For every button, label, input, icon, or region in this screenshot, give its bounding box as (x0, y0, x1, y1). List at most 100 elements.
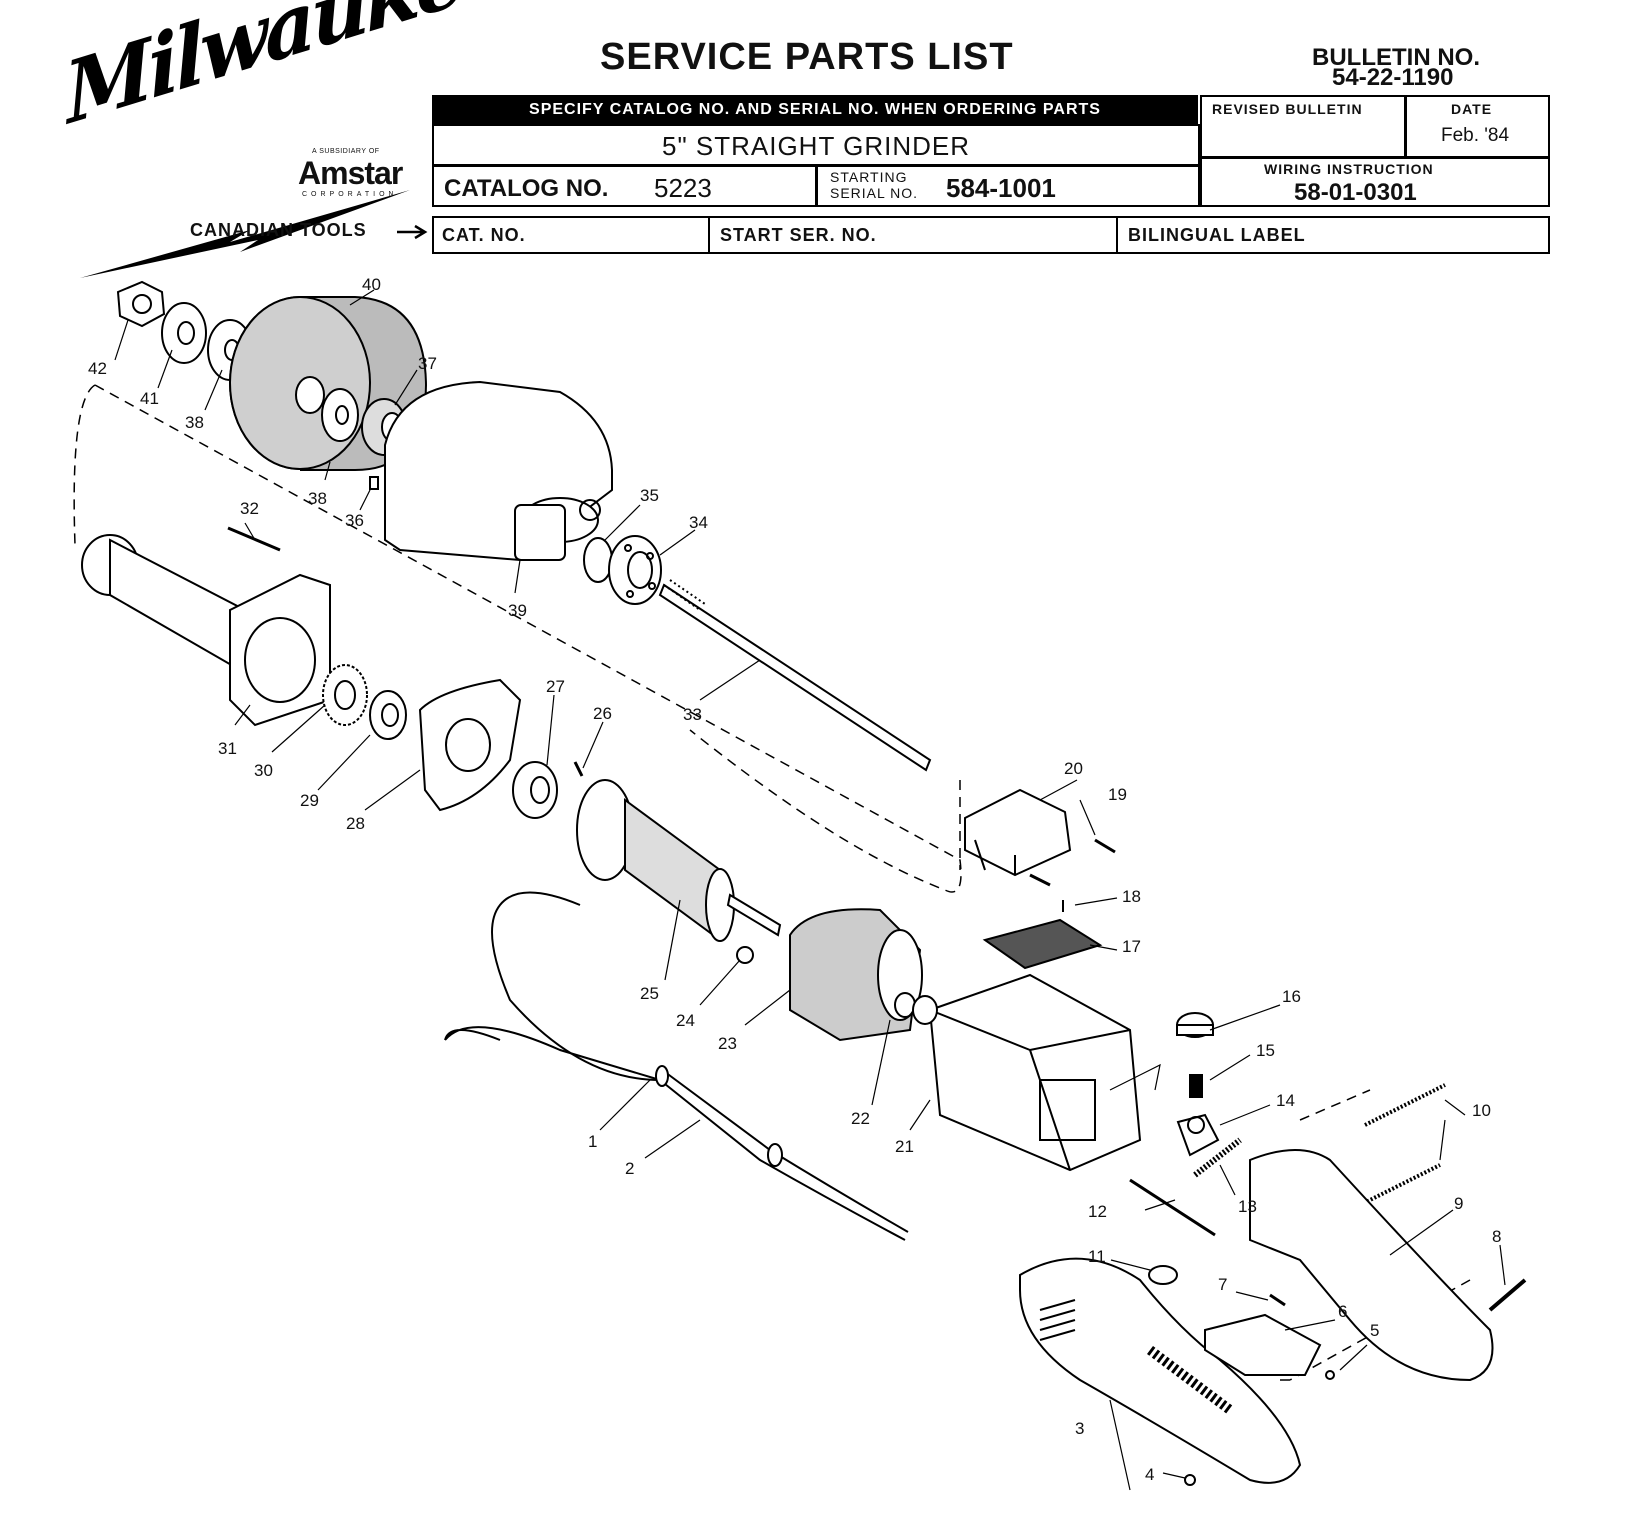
canadian-tools-label: CANADIAN TOOLS (190, 220, 367, 240)
callout-9: 9 (1454, 1194, 1464, 1213)
callout-15: 15 (1256, 1041, 1275, 1060)
date-label: DATE (1451, 101, 1493, 117)
callout-36: 36 (345, 511, 364, 530)
callout-1: 1 (588, 1132, 598, 1151)
callout-19: 19 (1108, 785, 1127, 804)
part-16-brush-cap (1176, 1012, 1214, 1038)
part-4-nut (1184, 1474, 1196, 1486)
part-29-bearing (369, 690, 407, 740)
part-35-retaining-ring (583, 537, 613, 583)
callout-28: 28 (346, 814, 365, 833)
part-28-bearing-plate (418, 678, 522, 812)
bulletin-label: BULLETIN NO. (1312, 44, 1480, 71)
part-1-2-power-cord (444, 891, 909, 1241)
product-box: 5" STRAIGHT GRINDER (432, 124, 1200, 166)
callout-35: 35 (640, 486, 659, 505)
callout-2: 2 (625, 1159, 635, 1178)
part-17-nameplate (982, 918, 1103, 970)
part-15-brush (1189, 1074, 1203, 1098)
part-20-cover (964, 788, 1072, 877)
catalog-number: 5223 (654, 173, 712, 203)
callout-37: 37 (418, 354, 437, 373)
callout-12: 12 (1088, 1202, 1107, 1221)
callout-33: 33 (683, 705, 702, 724)
wiring-label: WIRING INSTRUCTION (1264, 161, 1434, 177)
page-title: SERVICE PARTS LIST (600, 36, 1014, 78)
catalog-box: CATALOG NO. 5223 (432, 165, 817, 207)
wiring-box: WIRING INSTRUCTION 58-01-0301 (1200, 157, 1550, 207)
wiring-number: 58-01-0301 (1294, 179, 1417, 206)
part-6-switch (1204, 1313, 1322, 1376)
callout-20: 20 (1064, 759, 1083, 778)
part-21-motor-housing (928, 973, 1142, 1172)
callout-3: 3 (1075, 1419, 1085, 1438)
callout-41: 41 (140, 389, 159, 408)
start-ser-no-label: START SER. NO. (720, 225, 877, 245)
callout-8: 8 (1492, 1227, 1502, 1246)
assembly-dashed-line (73, 384, 962, 893)
part-19-screw (1029, 873, 1051, 887)
part-36-key (369, 476, 379, 490)
callout-6: 6 (1338, 1302, 1348, 1321)
date-value: Feb. '84 (1441, 125, 1510, 146)
callout-27: 27 (546, 677, 565, 696)
part-11-plug (1148, 1265, 1178, 1285)
milwaukee-logo: Milwaukee A SUBSIDIARY OF Amstar CORPORA… (61, 0, 511, 278)
callout-21: 21 (895, 1137, 914, 1156)
lightning-bolt-icon (80, 190, 410, 278)
callout-29: 29 (300, 791, 319, 810)
arrow-right-icon (397, 224, 428, 240)
bulletin-number: 54-22-1190 (1332, 64, 1454, 91)
starting-label: STARTING (830, 169, 908, 185)
part-41-washer (161, 302, 207, 364)
callout-38b: 38 (308, 489, 327, 508)
callout-42: 42 (88, 359, 107, 378)
corporation-label: CORPORATION (302, 191, 398, 198)
callout-30: 30 (254, 761, 273, 780)
part-26-screw (573, 761, 584, 777)
part-3-handle-half (1019, 1257, 1302, 1484)
callout-38: 38 (185, 413, 204, 432)
part-31-gear-case (81, 534, 331, 727)
callout-22: 22 (851, 1109, 870, 1128)
part-33-spindle (658, 579, 932, 772)
part-27-bearing (512, 761, 558, 819)
part-5-washer (1325, 1370, 1335, 1380)
serial-box: STARTING SERIAL NO. 584-1001 (816, 165, 1200, 207)
bilingual-label: BILINGUAL LABEL (1128, 225, 1306, 245)
part-7-screw (1269, 1293, 1286, 1307)
callout-23: 23 (718, 1034, 737, 1053)
part-23-field (789, 908, 923, 1042)
callout-26: 26 (593, 704, 612, 723)
serial-label: SERIAL NO. (830, 185, 919, 201)
part-42-nut (116, 280, 166, 328)
callout-14: 14 (1276, 1091, 1295, 1110)
callout-25: 25 (640, 984, 659, 1003)
specify-note-bar: SPECIFY CATALOG NO. AND SERIAL NO. WHEN … (432, 95, 1198, 125)
amstar-logo: Amstar (298, 155, 403, 191)
callout-7: 7 (1218, 1275, 1228, 1294)
cat-no-label: CAT. NO. (442, 225, 526, 245)
callout-10: 10 (1472, 1101, 1491, 1120)
starting-serial: 584-1001 (946, 173, 1056, 203)
canadian-row: CAT. NO. START SER. NO. BILINGUAL LABEL (432, 216, 1550, 254)
divider (1116, 218, 1118, 252)
revised-bulletin-label: REVISED BULLETIN (1212, 101, 1363, 117)
callout-4: 4 (1145, 1465, 1155, 1484)
callout-39: 39 (508, 601, 527, 620)
callout-16: 16 (1282, 987, 1301, 1006)
part-12-screw (1129, 1178, 1216, 1237)
callout-31: 31 (218, 739, 237, 758)
part-14-brush-holder (1176, 1113, 1220, 1157)
part-24-nut (736, 946, 754, 964)
part-34-bearing (608, 535, 662, 605)
part-30-gear (322, 664, 368, 726)
callout-24: 24 (676, 1011, 695, 1030)
part-8-screw (1488, 1278, 1527, 1312)
part-38-flange-inner (321, 388, 359, 442)
part-10-screw (1364, 1083, 1446, 1127)
divider (708, 218, 710, 252)
callout-32: 32 (240, 499, 259, 518)
callout-17: 17 (1122, 937, 1141, 956)
